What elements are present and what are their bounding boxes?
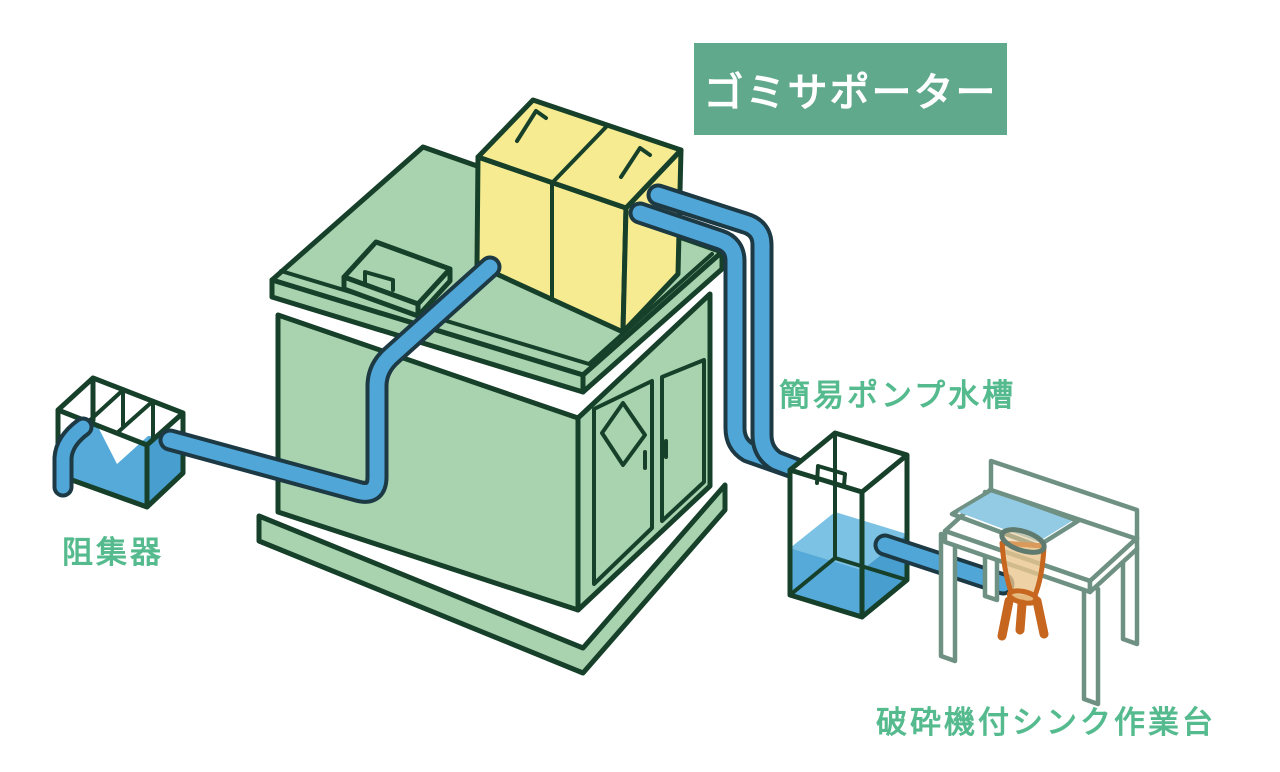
tank-inner-edges xyxy=(788,431,909,597)
label-sink-worktable: 破砕機付シンク作業台 xyxy=(876,705,1216,741)
sink-crusher xyxy=(997,527,1049,641)
tank-handle-icon xyxy=(815,464,847,487)
title-badge: ゴミサポーター xyxy=(694,43,1007,135)
door-vent-diamond-icon xyxy=(600,401,647,467)
sink-worktable xyxy=(938,458,1140,707)
trap-partitions xyxy=(86,388,155,440)
hopper-handle-left-icon xyxy=(515,109,548,143)
pipes-hopper-to-tank xyxy=(628,183,840,493)
table-leg-front-right xyxy=(1081,581,1101,707)
unit-base-pedestal xyxy=(256,482,728,676)
waste-hopper xyxy=(474,97,684,335)
pipe-unit-to-trap xyxy=(158,255,502,504)
cabinet-door-left xyxy=(592,379,654,586)
hatch-handle-icon xyxy=(363,270,395,292)
crusher-top-rim xyxy=(999,527,1047,555)
unit-top-hatch xyxy=(341,239,453,319)
trap-frame xyxy=(55,375,186,510)
tank-frame xyxy=(787,430,910,620)
sink-basin-water xyxy=(958,492,1072,542)
title-text: ゴミサポーター xyxy=(703,70,998,116)
table-top-band-right xyxy=(1087,535,1140,595)
cabinet-door-right xyxy=(660,358,706,523)
crusher-leg-right xyxy=(1032,596,1049,639)
label-pump-tank: 簡易ポンプ水槽 xyxy=(779,378,1017,414)
table-leg-front-left xyxy=(938,531,958,664)
crusher-leg-left xyxy=(997,596,1014,641)
tank-water-surface xyxy=(790,512,907,570)
table-backsplash xyxy=(988,458,1140,542)
hopper-handle-right-icon xyxy=(619,146,652,179)
hopper-divider-line xyxy=(550,124,609,302)
pump-tank xyxy=(787,430,910,620)
unit-rim-band-right xyxy=(580,249,725,395)
trap-water-side xyxy=(147,437,183,506)
trap-outlet-pipe xyxy=(56,420,90,494)
label-grease-trap: 阻集器 xyxy=(62,535,164,571)
grease-trap xyxy=(52,375,186,510)
crusher-leg-middle xyxy=(1015,599,1027,635)
